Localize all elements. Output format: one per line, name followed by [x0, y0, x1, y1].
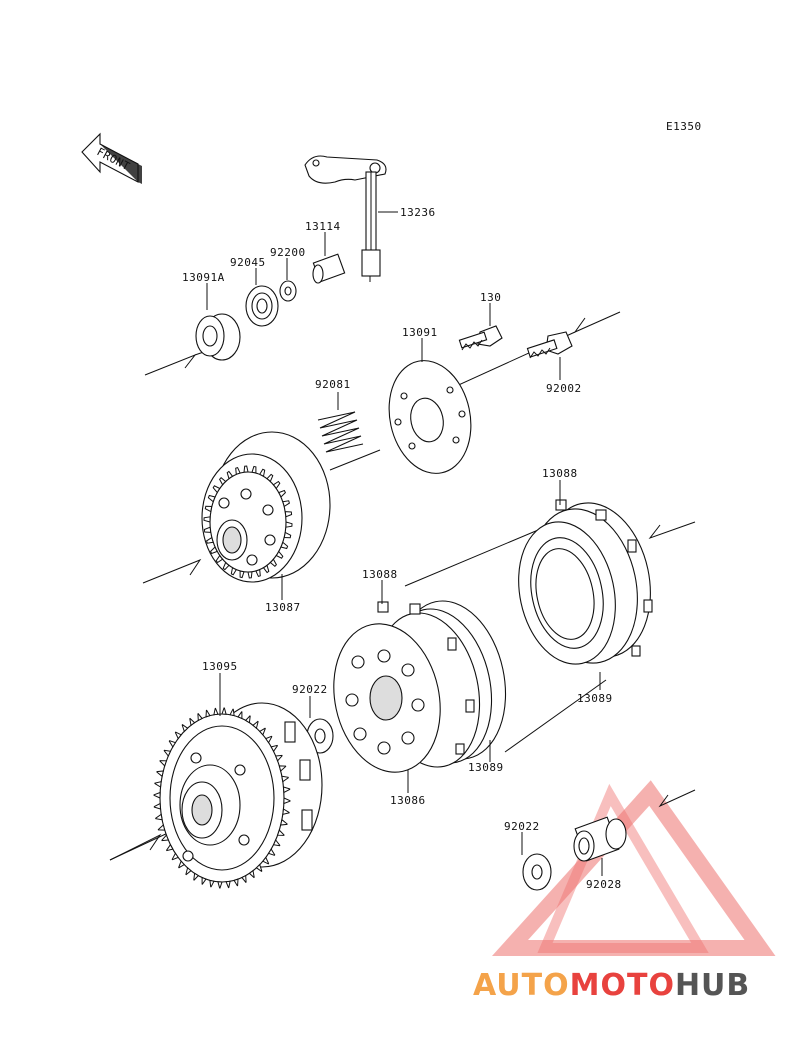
gear-tooth	[221, 707, 227, 715]
label-13089-right: 13089	[577, 692, 613, 705]
gear-tooth	[153, 802, 162, 810]
gear-tooth	[265, 735, 273, 744]
gear-tooth	[193, 872, 200, 881]
part-13236-lever	[304, 155, 387, 282]
gear-tooth	[163, 749, 172, 757]
gear-tooth	[247, 571, 253, 579]
watermark-logo	[491, 780, 776, 956]
gear-tooth	[153, 791, 161, 799]
gear-tooth	[272, 839, 281, 847]
gear-tooth	[159, 760, 168, 767]
gear-tooth	[241, 874, 247, 883]
gear-tooth	[282, 786, 291, 794]
part-92081-spring	[317, 411, 364, 453]
gear-tooth	[181, 724, 189, 733]
label-13091: 13091	[402, 326, 438, 339]
part-92022-washer-lower	[522, 853, 552, 891]
gear-tooth	[255, 863, 263, 872]
part-92200-washer	[279, 280, 297, 302]
gear-tooth	[166, 843, 174, 852]
gear-tooth	[168, 740, 177, 748]
gear-tooth	[189, 717, 196, 727]
gear-tooth	[161, 834, 170, 842]
gear-tooth	[267, 848, 276, 856]
gear-tooth	[243, 465, 249, 473]
brand-part-hub: HUB	[675, 968, 750, 1003]
front-arrow-icon: FRONT	[81, 132, 142, 184]
part-92045-bearing	[245, 285, 279, 327]
gear-tooth	[217, 881, 223, 889]
gear-tooth	[233, 878, 239, 887]
gear-tooth	[171, 852, 179, 861]
gear-tooth	[185, 866, 192, 876]
clutch-pack-outline	[404, 524, 607, 753]
label-13087: 13087	[265, 601, 301, 614]
label-92200: 92200	[270, 246, 306, 259]
gear-tooth	[213, 707, 219, 716]
gear-tooth	[157, 824, 166, 831]
part-13087-hub	[201, 431, 331, 583]
part-13095-housing	[153, 702, 323, 889]
gear-tooth	[154, 780, 162, 788]
gear-tooth	[197, 713, 203, 722]
gear-tooth	[248, 869, 255, 879]
label-13091a: 13091A	[182, 271, 225, 284]
gear-tooth	[274, 754, 283, 762]
label-92028: 92028	[586, 878, 622, 891]
part-92002-bolt	[526, 331, 573, 359]
label-92022-lower: 92022	[504, 820, 540, 833]
gear-tooth	[252, 720, 259, 730]
gear-tooth	[155, 813, 163, 821]
gear-tooth	[225, 880, 231, 889]
gear-tooth	[270, 744, 278, 753]
gear-tooth	[201, 876, 207, 885]
label-92045: 92045	[230, 256, 266, 269]
gear-tooth	[281, 775, 289, 783]
gear-tooth	[258, 727, 266, 736]
gear-tooth	[237, 711, 243, 720]
label-13088-right: 13088	[542, 467, 578, 480]
gear-tooth	[262, 856, 270, 865]
label-13086: 13086	[390, 794, 426, 807]
label-13089-left: 13089	[468, 761, 504, 774]
gear-tooth	[244, 715, 251, 724]
label-130: 130	[480, 291, 501, 304]
svg-text:AUTOMOTOHUB: AUTOMOTOHUB	[473, 968, 750, 1003]
gear-tooth	[229, 708, 235, 717]
label-92002: 92002	[546, 382, 582, 395]
label-13095: 13095	[202, 660, 238, 673]
part-13114	[312, 253, 346, 284]
brand-part-auto: AUTO	[473, 968, 570, 1003]
label-92022-upper: 92022	[292, 683, 328, 696]
gear-tooth	[282, 808, 290, 816]
part-13089-right-plates	[518, 499, 653, 665]
part-13086	[333, 623, 441, 773]
gear-tooth	[280, 818, 288, 826]
label-13114: 13114	[305, 220, 341, 233]
gear-tooth	[276, 829, 285, 836]
gear-tooth	[205, 709, 211, 718]
label-13088-left: 13088	[362, 568, 398, 581]
part-130-bolt	[458, 325, 503, 351]
gear-tooth	[156, 770, 164, 778]
diagram-code: E1350	[666, 120, 702, 133]
gear-tooth	[283, 797, 291, 805]
label-13236: 13236	[400, 206, 436, 219]
brand-part-moto: MOTO	[570, 968, 675, 1003]
label-92081: 92081	[315, 378, 351, 391]
gear-tooth	[278, 765, 287, 772]
gear-tooth	[209, 879, 215, 888]
part-13091a	[195, 313, 241, 361]
gear-tooth	[174, 731, 182, 740]
part-92028-sleeve	[573, 816, 627, 862]
part-13091-plate	[388, 360, 472, 474]
brand-wordmark: AUTOMOTOHUB	[473, 968, 750, 1003]
gear-tooth	[178, 860, 186, 869]
